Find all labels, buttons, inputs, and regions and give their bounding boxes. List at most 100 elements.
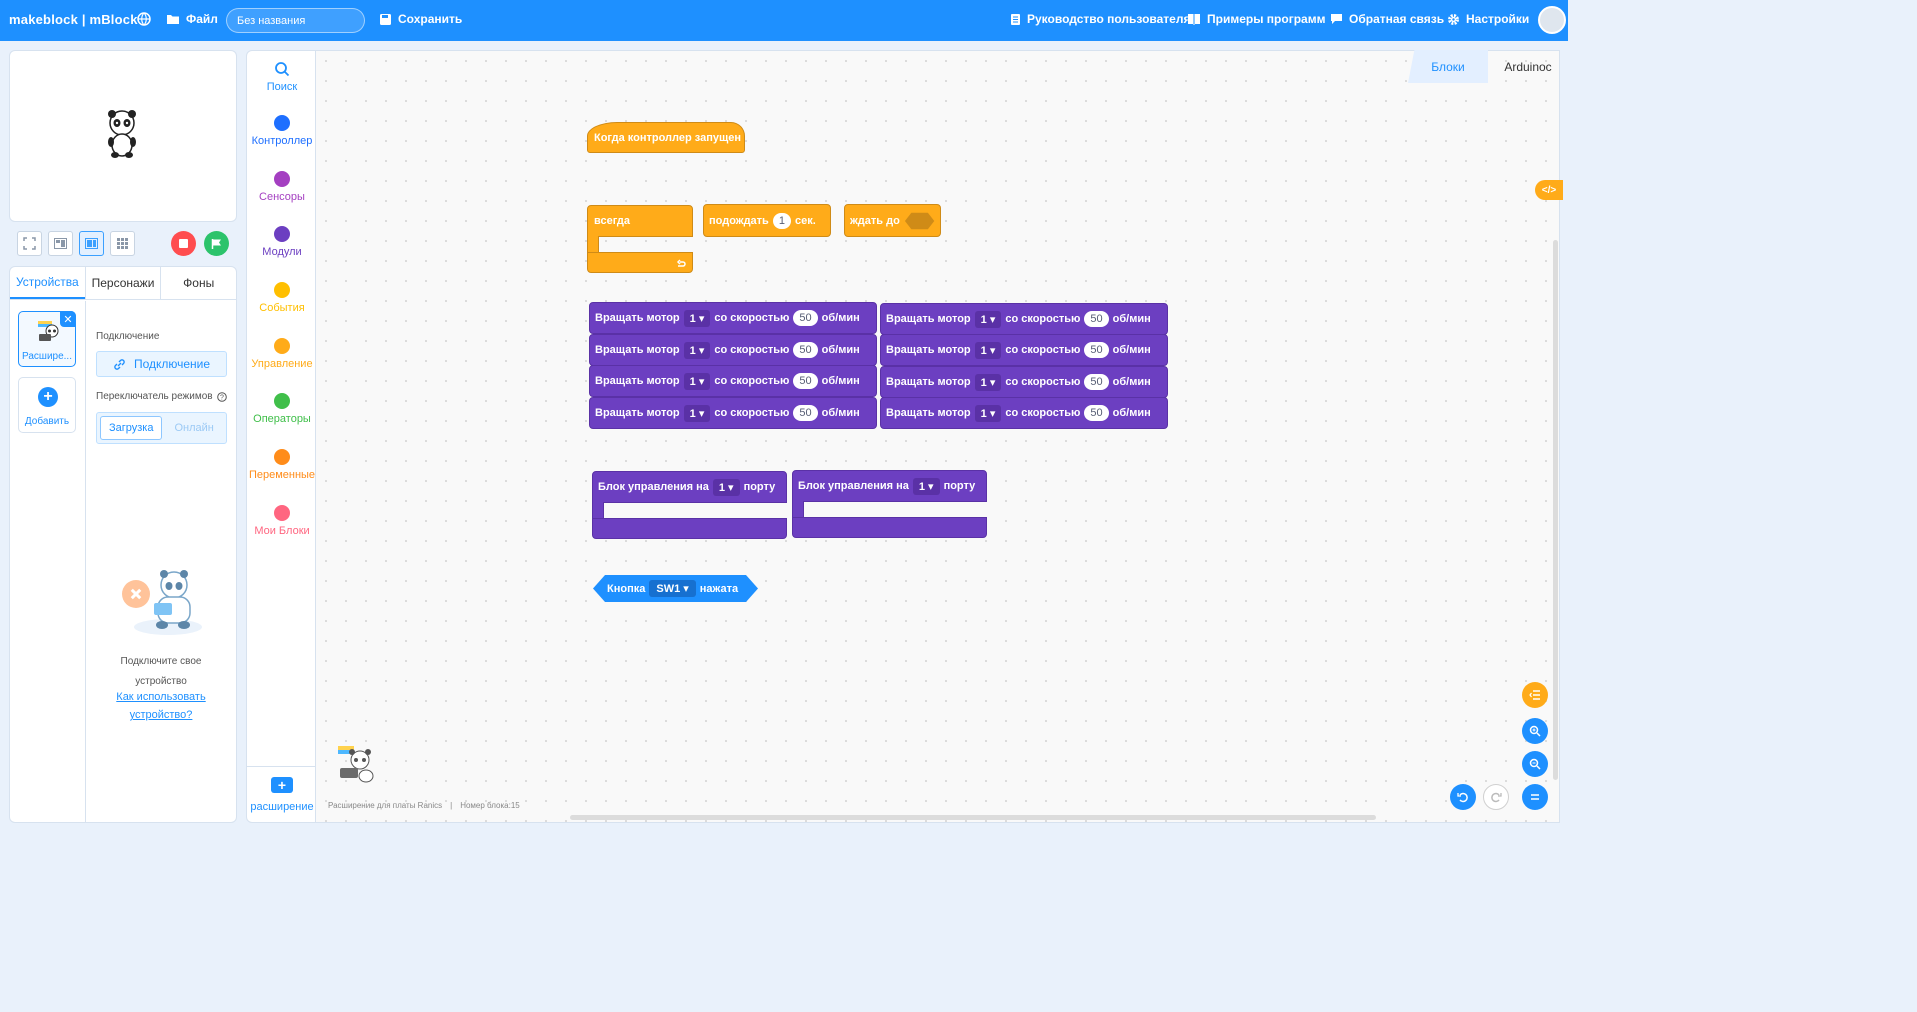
wait-until-label: ждать до bbox=[850, 214, 900, 227]
mode-upload-option[interactable]: Загрузка bbox=[100, 416, 163, 440]
category-modules[interactable]: Модули bbox=[247, 226, 317, 258]
category-controller[interactable]: Контроллер bbox=[247, 115, 317, 147]
horizontal-scrollbar[interactable] bbox=[570, 815, 1376, 820]
save-label: Сохранить bbox=[398, 12, 463, 26]
run-button[interactable] bbox=[204, 231, 229, 256]
settings-button[interactable]: Настройки bbox=[1447, 12, 1529, 26]
boolean-slot[interactable] bbox=[904, 211, 935, 231]
vertical-scrollbar[interactable] bbox=[1553, 240, 1558, 780]
user-guide-button[interactable]: Руководство пользователя bbox=[1010, 12, 1190, 26]
motor-speed-input[interactable]: 50 bbox=[793, 373, 818, 389]
motor-speed-label: со скоростью bbox=[714, 312, 790, 324]
save-button[interactable]: Сохранить bbox=[379, 12, 462, 26]
button-dropdown[interactable]: SW1 ▾ bbox=[649, 580, 695, 597]
category-my-blocks[interactable]: Мои Блоки bbox=[247, 505, 317, 537]
script-workspace[interactable] bbox=[316, 50, 1560, 823]
help-icon[interactable]: ? bbox=[216, 391, 227, 402]
file-menu[interactable]: Файл bbox=[166, 12, 218, 26]
add-device-button[interactable]: + Добавить bbox=[18, 377, 76, 433]
motor-port-dropdown[interactable]: 1 ▾ bbox=[974, 310, 1002, 328]
motor-block[interactable]: Вращать мотор 1 ▾ со скоростью 50 об/мин bbox=[880, 334, 1168, 366]
control-board-arm bbox=[592, 502, 604, 520]
user-avatar[interactable] bbox=[1538, 6, 1566, 34]
forever-block-arm bbox=[587, 236, 599, 256]
stop-button[interactable] bbox=[171, 231, 196, 256]
small-stage-button[interactable] bbox=[48, 231, 73, 256]
wait-block[interactable]: подождать 1 сек. bbox=[703, 204, 831, 237]
hat-block[interactable]: Когда контроллер запущен bbox=[587, 122, 745, 153]
category-operators[interactable]: Операторы bbox=[247, 393, 317, 425]
examples-button[interactable]: Примеры программ bbox=[1187, 12, 1325, 26]
svg-text:?: ? bbox=[220, 394, 224, 401]
category-search[interactable]: Поиск bbox=[247, 61, 317, 93]
motor-port-dropdown[interactable]: 1 ▾ bbox=[974, 373, 1002, 391]
language-button[interactable] bbox=[137, 12, 151, 26]
motor-block[interactable]: Вращать мотор 1 ▾ со скоростью 50 об/мин bbox=[589, 302, 877, 334]
motor-port-value: 1 bbox=[689, 312, 696, 325]
category-label: Переменные bbox=[248, 469, 316, 481]
motor-block[interactable]: Вращать мотор 1 ▾ со скоростью 50 об/мин bbox=[589, 365, 877, 397]
zoom-out-button[interactable] bbox=[1522, 751, 1548, 777]
motor-label: Вращать мотор bbox=[886, 376, 971, 388]
tab-blocks[interactable]: Блоки bbox=[1408, 50, 1488, 83]
motor-port-dropdown[interactable]: 1 ▾ bbox=[974, 341, 1002, 359]
zoom-in-icon bbox=[1529, 725, 1541, 737]
normal-stage-button[interactable] bbox=[79, 231, 104, 256]
motor-speed-label: со скоростью bbox=[1005, 344, 1081, 356]
motor-block[interactable]: Вращать мотор 1 ▾ со скоростью 50 об/мин bbox=[880, 303, 1168, 335]
connect-button[interactable]: Подключение bbox=[96, 351, 227, 377]
stage[interactable] bbox=[9, 50, 237, 222]
redo-button[interactable] bbox=[1483, 784, 1509, 810]
category-events[interactable]: События bbox=[247, 282, 317, 314]
fullscreen-button[interactable] bbox=[17, 231, 42, 256]
forever-block[interactable]: всегда bbox=[587, 205, 693, 237]
zoom-in-button[interactable] bbox=[1522, 718, 1548, 744]
control-port-dropdown[interactable]: 1 ▾ bbox=[712, 478, 740, 496]
motor-block[interactable]: Вращать мотор 1 ▾ со скоростью 50 об/мин bbox=[880, 366, 1168, 398]
extension-button[interactable]: + расширение bbox=[247, 766, 317, 822]
code-toggle-button[interactable]: </> bbox=[1535, 180, 1563, 200]
motor-port-dropdown[interactable]: 1 ▾ bbox=[683, 372, 711, 390]
motor-speed-input[interactable]: 50 bbox=[793, 342, 818, 358]
motor-port-dropdown[interactable]: 1 ▾ bbox=[683, 309, 711, 327]
wait-until-block[interactable]: ждать до bbox=[844, 204, 941, 237]
clean-up-button[interactable] bbox=[1522, 682, 1548, 708]
motor-port-dropdown[interactable]: 1 ▾ bbox=[683, 404, 711, 422]
button-pressed-block[interactable]: Кнопка SW1 ▾ нажата bbox=[593, 575, 758, 602]
control-board-block[interactable]: Блок управления на 1 ▾ порту bbox=[792, 470, 987, 502]
motor-speed-input[interactable]: 50 bbox=[1084, 342, 1109, 358]
category-label: Мои Блоки bbox=[254, 525, 310, 537]
control-board-block[interactable]: Блок управления на 1 ▾ порту bbox=[592, 471, 787, 503]
category-variables[interactable]: Переменные bbox=[247, 449, 317, 481]
wait-value-input[interactable]: 1 bbox=[772, 212, 791, 229]
project-title-input[interactable] bbox=[226, 8, 365, 33]
loop-arrow-icon bbox=[676, 258, 686, 267]
tab-devices[interactable]: Устройства bbox=[10, 267, 85, 299]
category-control[interactable]: Управление bbox=[247, 338, 317, 370]
category-sensors[interactable]: Сенсоры bbox=[247, 171, 317, 203]
motor-block[interactable]: Вращать мотор 1 ▾ со скоростью 50 об/мин bbox=[880, 397, 1168, 429]
category-label: Контроллер bbox=[251, 135, 313, 147]
motor-speed-input[interactable]: 50 bbox=[793, 310, 818, 326]
motor-block[interactable]: Вращать мотор 1 ▾ со скоростью 50 об/мин bbox=[589, 397, 877, 429]
mode-online-option[interactable]: Онлайн bbox=[174, 422, 214, 434]
grid-view-button[interactable] bbox=[110, 231, 135, 256]
motor-label: Вращать мотор bbox=[886, 313, 971, 325]
motor-speed-input[interactable]: 50 bbox=[1084, 374, 1109, 390]
tab-sprites[interactable]: Персонажи bbox=[84, 267, 161, 299]
zoom-reset-button[interactable] bbox=[1522, 784, 1548, 810]
motor-port-dropdown[interactable]: 1 ▾ bbox=[683, 341, 711, 359]
motor-block[interactable]: Вращать мотор 1 ▾ со скоростью 50 об/мин bbox=[589, 334, 877, 366]
tab-backgrounds[interactable]: Фоны bbox=[160, 267, 236, 299]
feedback-button[interactable]: Обратная связь bbox=[1330, 12, 1444, 26]
device-card[interactable]: ✕ Расшире... bbox=[18, 311, 76, 367]
tab-arduinoc[interactable]: Arduinoc bbox=[1504, 59, 1552, 74]
how-to-use-link[interactable]: Как использовать устройство? bbox=[116, 691, 206, 721]
undo-button[interactable] bbox=[1450, 784, 1476, 810]
motor-port-dropdown[interactable]: 1 ▾ bbox=[974, 404, 1002, 422]
motor-speed-input[interactable]: 50 bbox=[1084, 311, 1109, 327]
control-port-dropdown[interactable]: 1 ▾ bbox=[912, 477, 940, 495]
motor-speed-input[interactable]: 50 bbox=[1084, 405, 1109, 421]
motor-speed-input[interactable]: 50 bbox=[793, 405, 818, 421]
remove-device-button[interactable]: ✕ bbox=[60, 311, 76, 327]
